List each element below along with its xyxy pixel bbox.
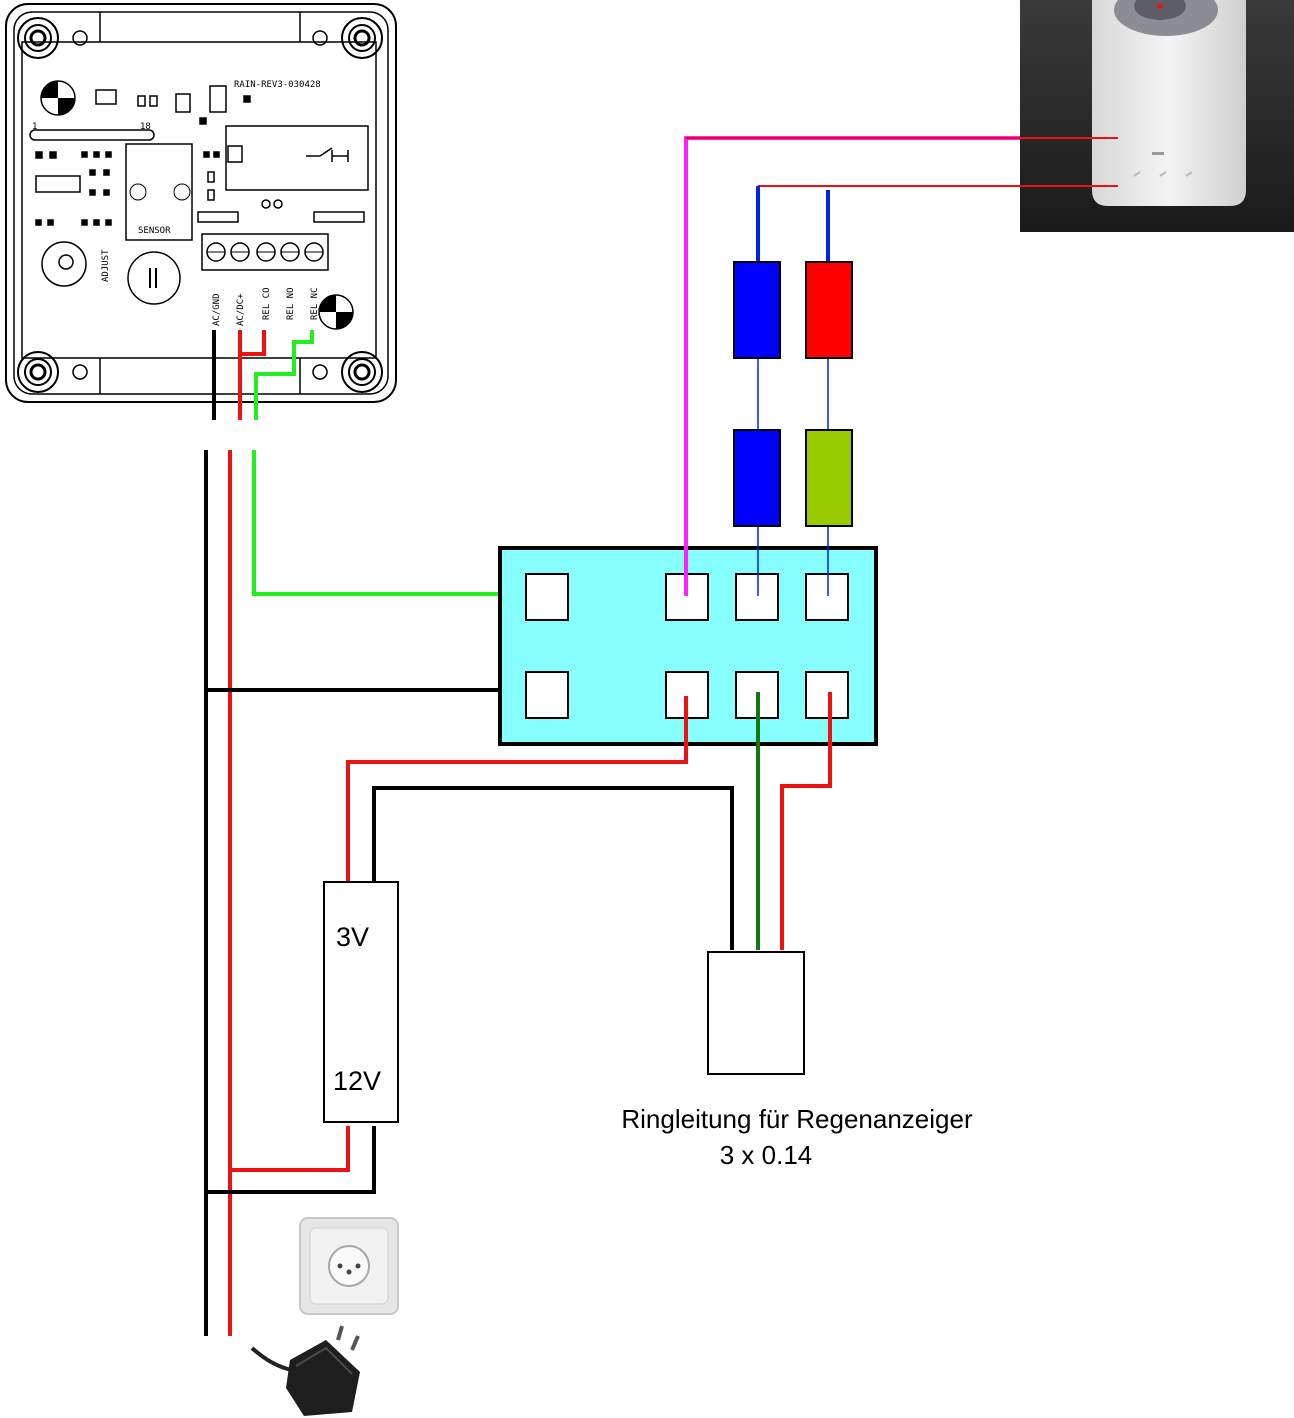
pcb-wire-nc [254, 330, 314, 420]
terminal-label-ac-dc: AC/DC+ [236, 293, 246, 326]
mounting-hole-top-left [17, 17, 88, 59]
green-signal-wire [252, 450, 540, 596]
red-connector-upper [805, 261, 853, 359]
blue-connector-upper [733, 261, 781, 359]
red-ring-wire [780, 692, 832, 950]
ring-line-caption-line2: 3 x 0.14 [720, 1140, 813, 1170]
converter-input-red-wire [230, 1126, 350, 1172]
fiducial-mark-left [40, 80, 76, 116]
inline-connectors [733, 261, 853, 527]
ring-line-junction [707, 951, 805, 1075]
mounting-hole-bottom-left [17, 351, 88, 393]
rain-sensor-board: 1 18 SENSOR ADJUST [5, 3, 397, 403]
svg-text:SENSOR: SENSOR [138, 226, 171, 236]
blue-connector-lower [733, 429, 781, 527]
converter-black-output-wire [372, 786, 734, 950]
svg-text:18: 18 [140, 122, 151, 132]
power-adapter-icon [250, 1325, 360, 1416]
pcb-output-wires [212, 330, 314, 420]
sensor-component: SENSOR [125, 143, 193, 241]
main-bus-wires [204, 450, 540, 1336]
board-label: RAIN-REV3-030428 [234, 80, 321, 90]
relay [225, 125, 369, 191]
fiducial-mark-right [318, 294, 354, 330]
terminal-label-ac-gnd: AC/GND [212, 293, 222, 326]
lower-wires [346, 692, 832, 950]
svg-text:ADJUST: ADJUST [101, 249, 111, 282]
svg-text:1: 1 [32, 122, 37, 132]
terminal-slot-1 [525, 573, 569, 621]
terminal-slot-5 [525, 671, 569, 719]
pin-header: 1 18 [29, 122, 155, 141]
converter-12v-label: 12V [333, 1066, 381, 1096]
smd-components [35, 85, 365, 226]
voltage-converter: 3V 12V [323, 881, 399, 1123]
terminal-label-rel-nc: REL NC [310, 287, 320, 320]
mounting-hole-top-right [312, 17, 383, 59]
terminal-label-rel-co: REL CO [262, 287, 272, 320]
ring-line-caption-line1: Ringleitung für Regenanzeiger [621, 1104, 973, 1134]
mounting-hole-bottom-right [312, 351, 383, 393]
adjust-potentiometer: ADJUST [41, 241, 111, 287]
terminal-slot-8 [805, 671, 849, 719]
converter-input-black-wire [206, 1126, 376, 1194]
terminal-label-rel-no: REL NO [286, 287, 296, 320]
converter-red-output-wire [346, 696, 688, 882]
wall-socket-icon [299, 1217, 399, 1315]
capacitor [127, 251, 181, 305]
screw-terminal-block [201, 233, 329, 271]
pcb-wire-bridge [240, 330, 266, 356]
terminal-labels: AC/GND AC/DC+ REL CO REL NO REL NC [212, 287, 320, 326]
terminal-slot-4 [805, 573, 849, 621]
converter-3v-label: 3V [336, 922, 369, 952]
terminal-slot-3 [735, 573, 779, 621]
olive-connector-lower [805, 429, 853, 527]
rain-indicator-device [1020, 0, 1294, 232]
